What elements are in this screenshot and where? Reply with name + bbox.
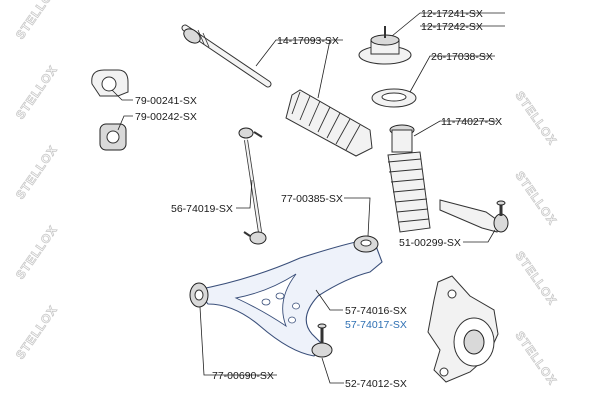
watermark-text: STELLOX — [513, 249, 560, 308]
lower-control-arm-part — [189, 235, 383, 358]
tie-rod-part — [181, 24, 272, 88]
label-bearing: 26-17038-SX — [431, 51, 493, 63]
leader-lines — [111, 12, 505, 384]
watermark-text: STELLOX — [513, 169, 560, 228]
watermark-text: STELLOX — [513, 329, 560, 388]
label-arm-bushing-front: 77-00690-SX — [212, 370, 274, 382]
watermark-text: STELLOX — [13, 303, 60, 362]
label-arm-bushing-rear: 77-00385-SX — [281, 193, 343, 205]
label-arm-left: 57-74016-SX — [345, 305, 407, 317]
watermark-right: STELLOX STELLOX STELLOX STELLOX — [512, 88, 560, 388]
steering-knuckle-part — [427, 275, 499, 383]
label-tie-rod-end: 51-00299-SX — [399, 237, 461, 249]
label-mount-a: 12-17241-SX — [421, 8, 483, 20]
strut-bearing-part — [371, 88, 417, 108]
steering-boot-part — [285, 89, 373, 157]
watermark-left: STELLOX STELLOX STELLOX STELLOX STELLOX — [13, 0, 61, 362]
watermark-text: STELLOX — [13, 223, 60, 282]
tie-rod-end-part — [439, 199, 509, 233]
label-mount-b: 12-17242-SX — [421, 21, 483, 33]
label-tie-rod: 14-17093-SX — [277, 35, 339, 47]
label-bushing-b: 79-00242-SX — [135, 111, 197, 123]
watermark-text: STELLOX — [513, 89, 560, 148]
label-bushing-a: 79-00241-SX — [135, 95, 197, 107]
bump-stop-part — [387, 124, 431, 233]
strut-mount-part — [358, 26, 412, 65]
stabilizer-link-part — [238, 127, 267, 245]
label-stabilizer-link: 56-74019-SX — [171, 203, 233, 215]
label-ball-joint: 52-74012-SX — [345, 378, 407, 390]
watermark-text: STELLOX — [13, 143, 60, 202]
label-bump-stop: 11-74027-SX — [441, 116, 502, 128]
stabilizer-bushing-part — [91, 69, 129, 151]
watermark-text: STELLOX — [13, 63, 60, 122]
label-arm-right: 57-74017-SX — [345, 319, 407, 331]
watermark-text: STELLOX — [13, 0, 60, 42]
